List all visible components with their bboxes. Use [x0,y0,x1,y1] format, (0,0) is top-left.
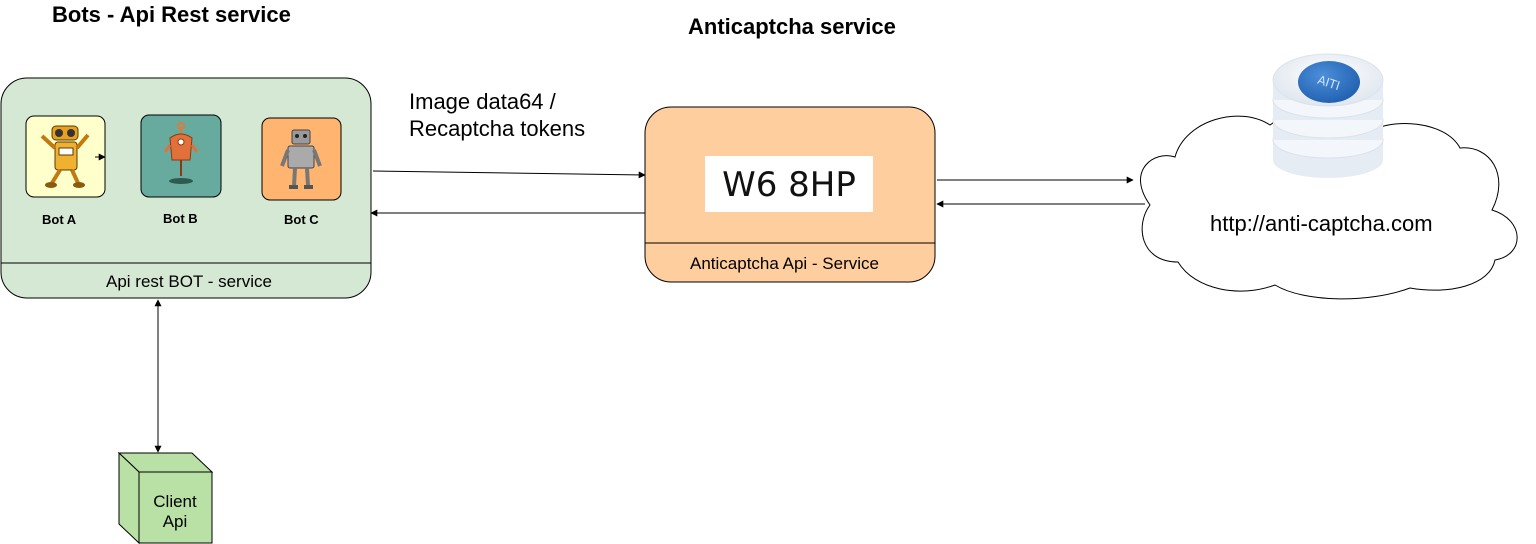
captcha-text: W6 8HP [722,165,856,205]
client-api-label: Client Api [153,492,197,531]
gray-robot-icon [280,129,322,189]
bot-a-card[interactable] [25,115,106,198]
yellow-robot-icon [40,125,90,188]
edge-label: Image data64 / Recaptcha tokens [409,89,586,141]
svg-text:AITI: AITI [1316,73,1342,93]
bots-service-title: Bots - Api Rest service [52,2,291,27]
anticaptcha-api-label: Anticaptcha Api - Service [690,254,879,273]
api-rest-bot-label: Api rest BOT - service [106,272,272,291]
request-arrow [372,170,646,179]
anticaptcha-service-title: Anticaptcha service [688,14,896,39]
captcha-image [705,156,873,212]
bot-c-label: Bot C [284,212,319,227]
bot-a-label: Bot A [42,212,77,227]
database-stack-icon: AITI [1272,53,1384,178]
anti-captcha-url[interactable]: http://anti-captcha.com [1210,211,1433,236]
bot-b-label: Bot B [163,211,198,226]
bot-c-card[interactable] [261,117,342,201]
client-api-cube[interactable] [117,451,214,544]
bot-b-card[interactable] [140,114,222,198]
anticaptcha-service-panel: W6 8HP [644,106,936,283]
teal-robot-icon [163,122,199,184]
